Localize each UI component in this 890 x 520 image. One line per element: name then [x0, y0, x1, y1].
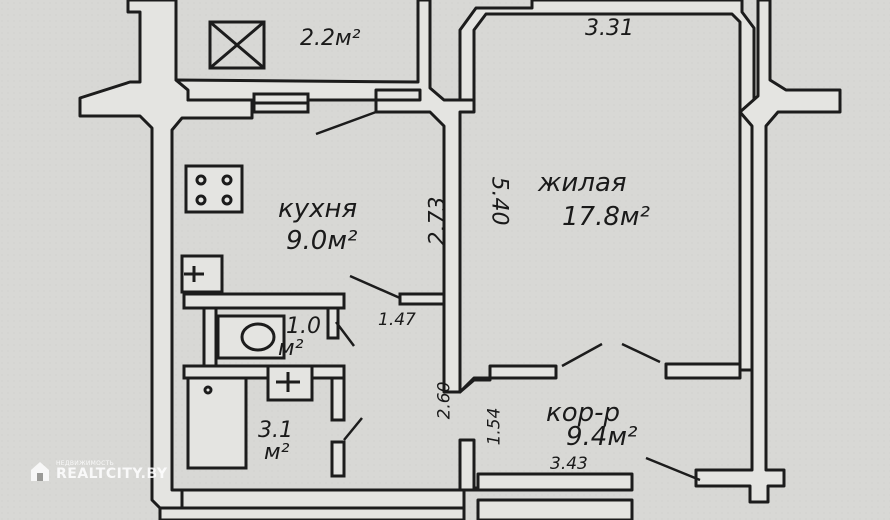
kitchen-name: кухня: [278, 194, 358, 224]
vent-box-icon: [208, 20, 266, 70]
corridor-left-dimension-a: 2.60: [434, 381, 455, 420]
kitchen-side-dimension: 2.73: [425, 196, 451, 246]
door-storage: [315, 110, 377, 136]
door-bath: [343, 417, 363, 441]
watermark-small-text: НЕДВИЖИМОСТЬ: [56, 460, 115, 467]
wall-toilet-left: [202, 306, 218, 368]
wall-corridor-left: [458, 438, 476, 492]
wall-bath-top: [182, 364, 346, 380]
corridor-bottom-dimension: 3.43: [550, 454, 588, 474]
kitchen-sink-icon: [180, 254, 224, 294]
wall-kitchen-bottom: [182, 292, 346, 310]
storage-area-label: 2.2м²: [300, 26, 361, 51]
door-kitchen: [349, 274, 401, 300]
living-room-area: 17.8м²: [562, 202, 650, 232]
bathroom-sink-icon: [266, 364, 314, 402]
door-entrance: [645, 456, 701, 482]
wall-right: [694, 0, 842, 504]
toilet-icon: [216, 314, 286, 360]
kitchen-bottom-dimension: 1.47: [378, 310, 416, 330]
bathroom-area-unit: м²: [264, 440, 290, 465]
corridor-left-dimension-b: 1.54: [484, 407, 505, 446]
wall-bottom-outer: [158, 506, 466, 520]
toilet-area-unit: м²: [278, 336, 304, 361]
stove-icon: [184, 164, 244, 214]
wall-corridor-top-right: [664, 362, 742, 380]
kitchen-area: 9.0м²: [286, 226, 358, 256]
living-top-dimension: 3.31: [585, 16, 634, 41]
house-logo-icon: [30, 460, 50, 482]
door-swings: [315, 110, 701, 482]
bathroom-area-value: 3.1: [258, 418, 293, 443]
walls: [78, 0, 842, 520]
wall-bath-right: [330, 376, 346, 422]
wall-top-middle: [174, 0, 476, 394]
corridor-name: кор-р: [546, 398, 621, 428]
wall-bath-right-low: [330, 440, 346, 478]
door-living-right: [621, 342, 661, 364]
wall-kitchen-stub: [398, 292, 446, 306]
living-room-name: жилая: [538, 168, 627, 198]
corridor-area: 9.4м²: [566, 422, 638, 452]
door-living-left: [561, 342, 603, 368]
bathtub-icon: [186, 376, 248, 470]
toilet-area-value: 1.0: [286, 314, 321, 339]
wall-bottom-right: [476, 498, 634, 520]
inner-walls: [182, 12, 732, 478]
watermark-brand: REALTCITY.BY: [56, 466, 168, 482]
watermark: НЕДВИЖИМОСТЬ REALTCITY.BY: [30, 460, 168, 482]
living-side-dimension: 5.40: [486, 176, 512, 226]
door-toilet: [335, 321, 355, 347]
wall-corridor-top: [458, 364, 558, 394]
